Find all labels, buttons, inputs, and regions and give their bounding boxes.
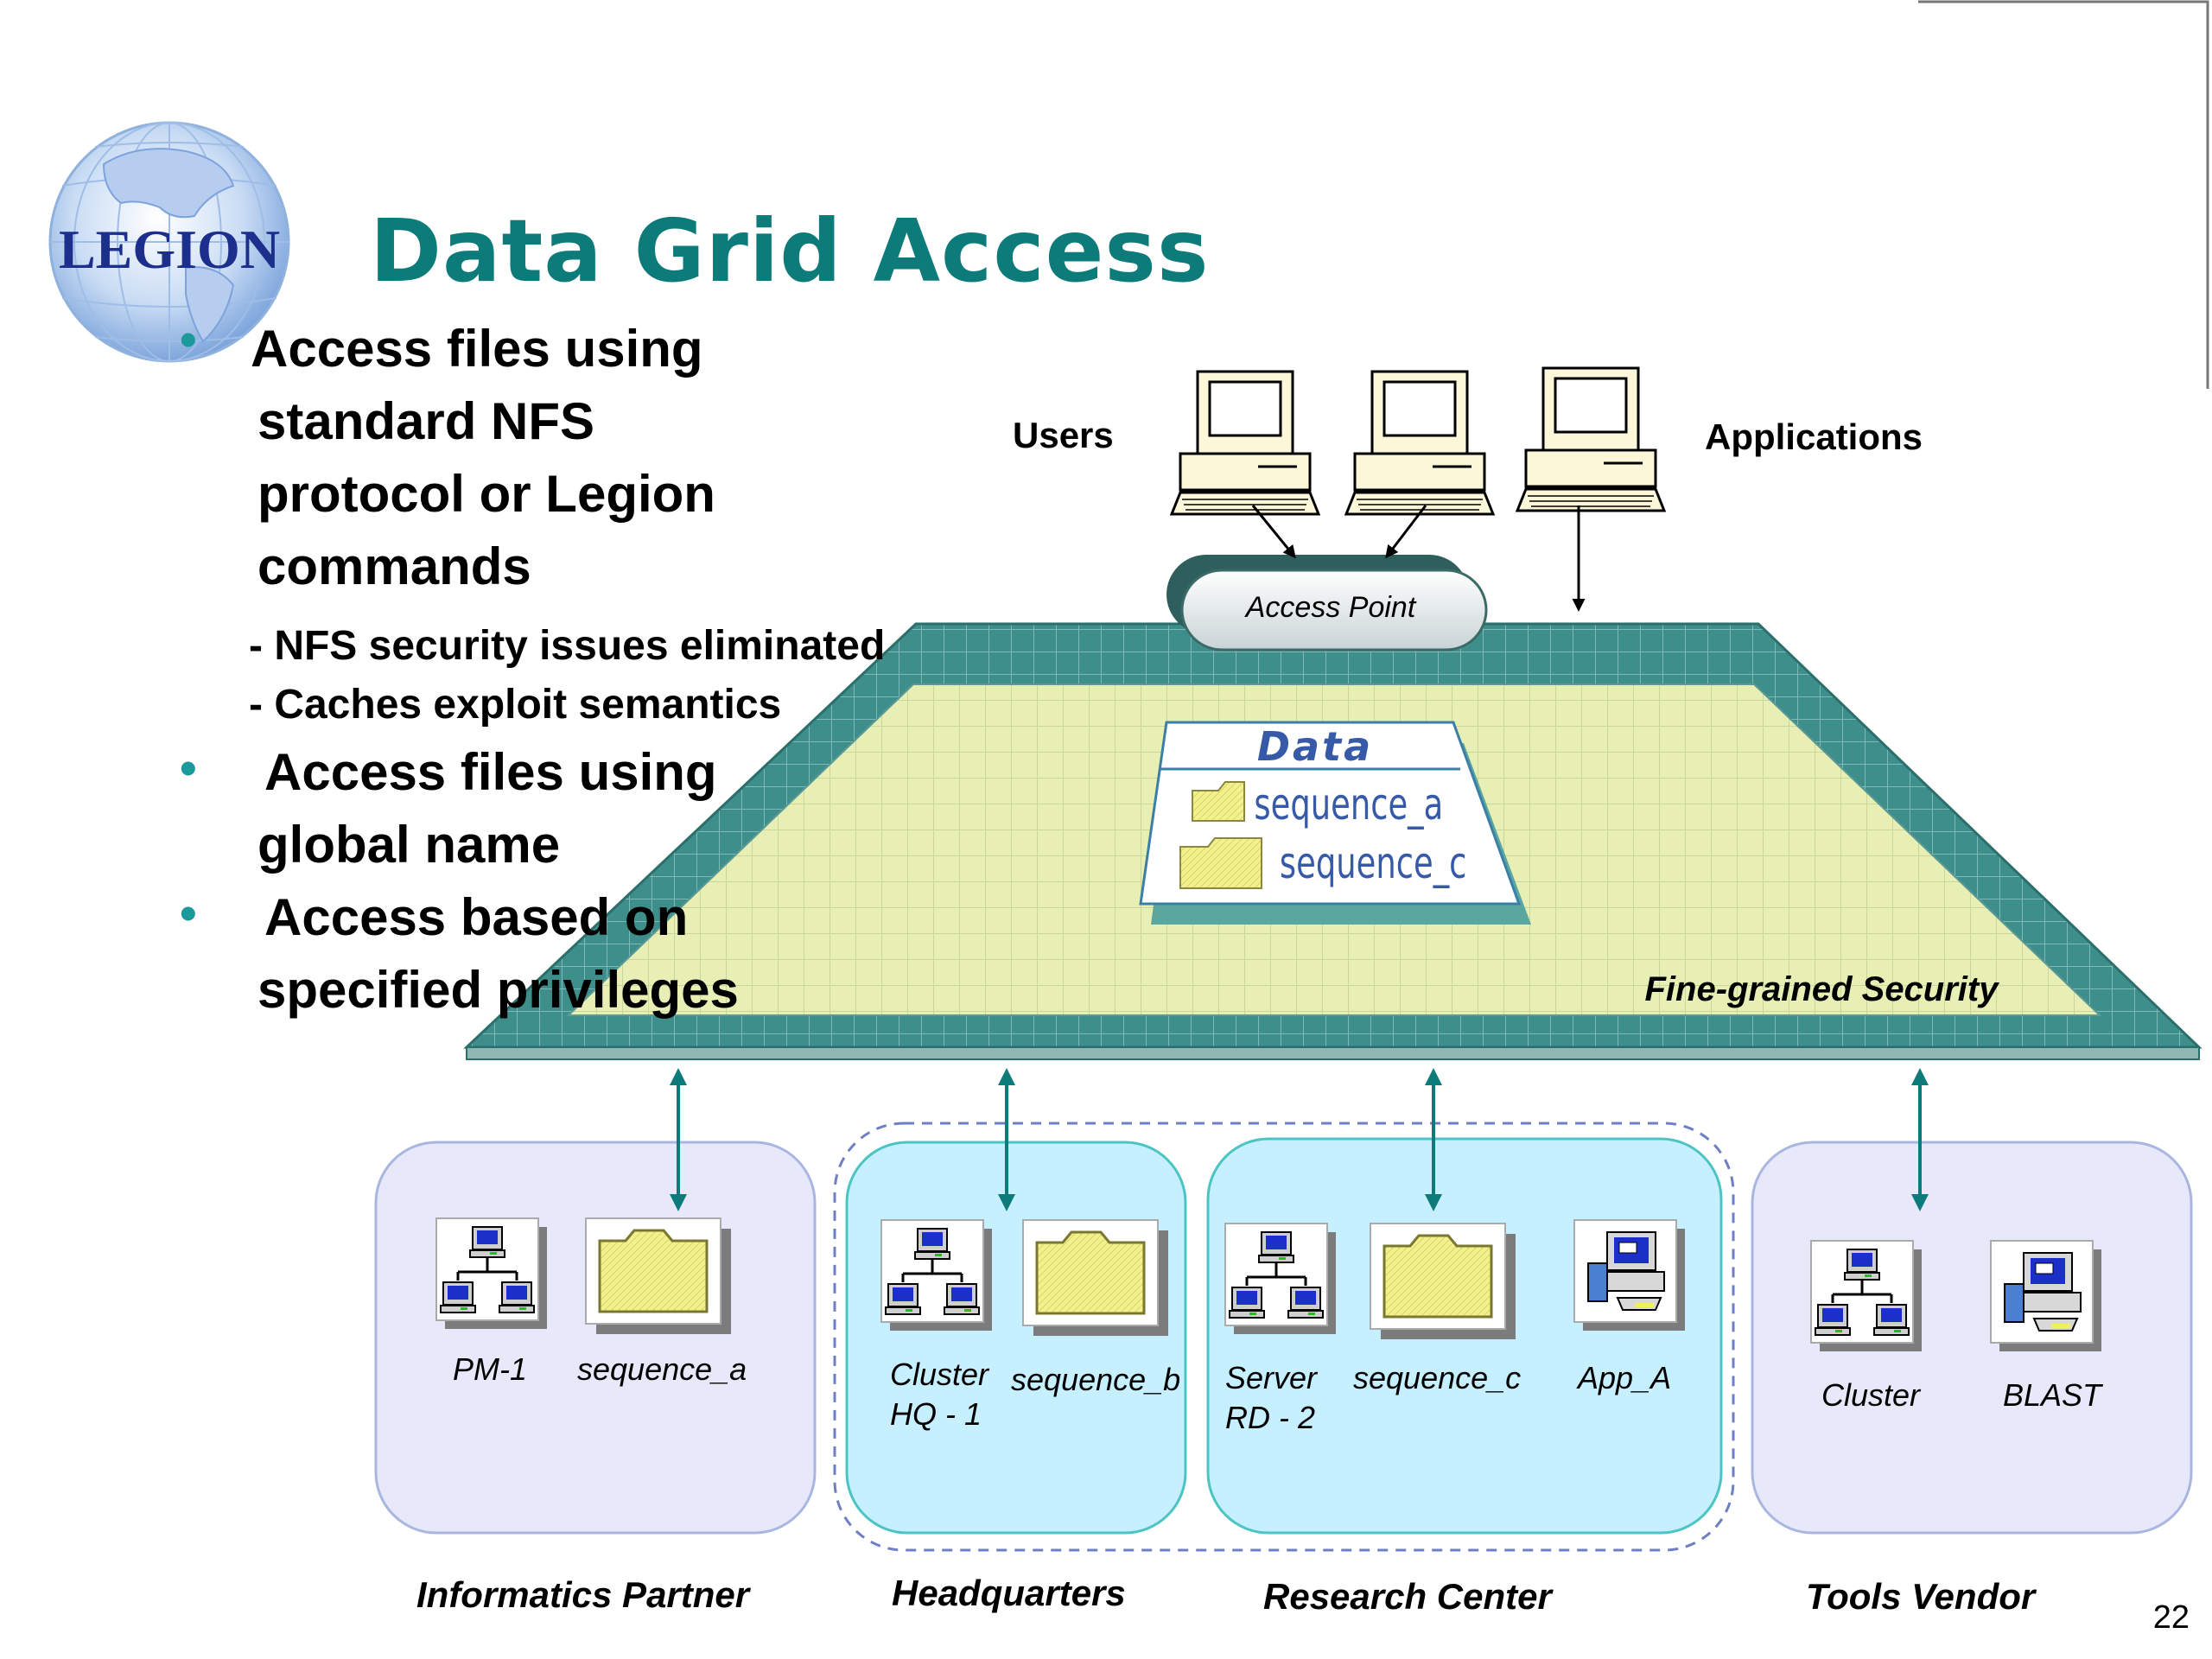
item-label: sequence_b [1011, 1362, 1181, 1397]
data-item-label: sequence_a [1254, 779, 1443, 830]
bullet-1-line-4: commands [257, 537, 531, 595]
legion-globe-logo: LEGION [48, 121, 290, 363]
item-label: PM-1 [453, 1351, 528, 1387]
bullet-dot: • [180, 312, 197, 366]
access-point: Access Point [1166, 555, 1488, 652]
bullet-2-line-1: Access files using [264, 743, 717, 801]
applications-label: Applications [1705, 416, 1923, 457]
item-label: BLAST [2003, 1377, 2102, 1413]
item-label: Cluster [1821, 1377, 1921, 1413]
slide-title: Data Grid Access [370, 200, 1210, 302]
folder-icon [1022, 1219, 1168, 1336]
item-label: sequence_a [577, 1351, 747, 1387]
folder-icon [1192, 781, 1245, 822]
bullet-3-line-1: Access based on [264, 888, 689, 946]
group-box-informatics-partner [374, 1141, 817, 1535]
group-box-headquarters [845, 1141, 1187, 1535]
bullet-1-line-2: standard NFS [257, 392, 595, 450]
network-icon [1224, 1223, 1336, 1334]
computer-icon [1169, 370, 1321, 516]
application-icon [1573, 1219, 1685, 1331]
security-label: Fine-grained Security [1645, 970, 2000, 1008]
network-icon [1810, 1240, 1922, 1351]
item-label: sequence_c [1353, 1360, 1522, 1395]
sub-bullet-1: - NFS security issues eliminated [249, 623, 886, 669]
item-label: App_A [1578, 1360, 1672, 1395]
sub-bullet-2: - Caches exploit semantics [249, 682, 782, 728]
group-icons [435, 1217, 2101, 1351]
users-label: Users [1013, 415, 1114, 455]
access-point-label: Access Point [1244, 591, 1417, 624]
user-arrow [1251, 505, 1296, 559]
bullet-2-line-2: global name [257, 816, 561, 874]
folder-icon [1370, 1223, 1516, 1339]
bullet-dot: • [180, 886, 197, 940]
page-number: 22 [2152, 1599, 2190, 1636]
bullet-1-line-3: protocol or Legion [257, 465, 715, 523]
user-arrow [1385, 505, 1427, 559]
data-item-label: sequence_c [1280, 838, 1467, 888]
application-icon [1990, 1240, 2101, 1351]
group-name: Research Center [1263, 1576, 1552, 1617]
network-icon [435, 1217, 547, 1329]
group-name: Informatics Partner [416, 1574, 750, 1615]
computer-icon [1344, 370, 1496, 516]
network-icon [880, 1219, 992, 1331]
bullet-3-line-2: specified privileges [257, 961, 739, 1019]
data-box: Data sequence_a sequence_c [1139, 721, 1531, 925]
folder-icon [1179, 837, 1262, 889]
folder-icon [585, 1217, 731, 1334]
bullet-1-line-1: Access files using [251, 320, 703, 378]
group-name: Tools Vendor [1806, 1576, 2036, 1617]
legion-logo-text: LEGION [59, 219, 280, 280]
data-box-title: Data [1257, 723, 1373, 770]
computer-icon [1515, 366, 1667, 512]
bullet-dot: • [180, 741, 197, 795]
group-name: Headquarters [892, 1573, 1126, 1613]
user-computers [1169, 366, 1667, 516]
